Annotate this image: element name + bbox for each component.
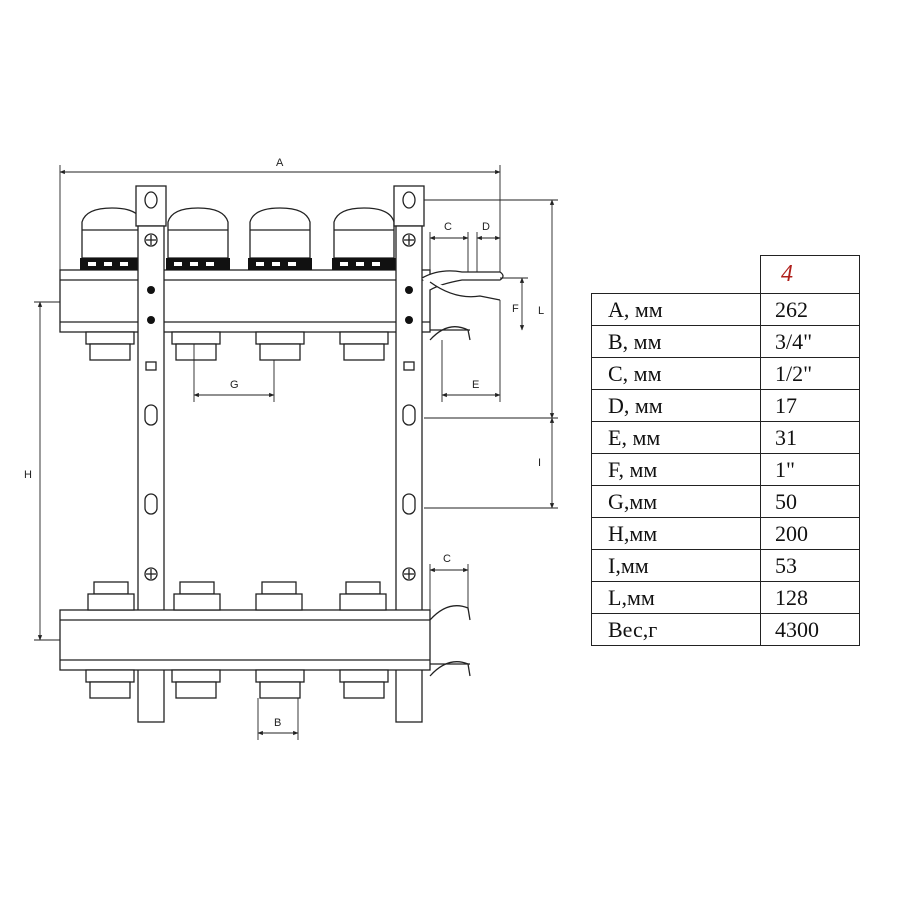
dim-label-b: B (274, 717, 281, 729)
spec-value: 128 (760, 581, 860, 614)
spec-param: E, мм (591, 421, 761, 454)
bottom-side-fittings (429, 605, 471, 677)
spec-value: 262 (760, 293, 860, 326)
dim-label-d: D (482, 221, 490, 233)
dim-label-e: E (472, 379, 479, 391)
spec-param: Вес,г (591, 613, 761, 646)
top-manifold-bar (59, 269, 431, 333)
bottom-manifold-bar (59, 609, 431, 671)
dim-label-c-top: C (444, 221, 452, 233)
spec-param: H,мм (591, 517, 761, 550)
dim-label-c-bottom: C (443, 553, 451, 565)
top-outlet-fittings (85, 331, 389, 361)
spec-value: 3/4" (760, 325, 860, 358)
bottom-top-fittings (87, 581, 387, 611)
spec-value: 1/2" (760, 357, 860, 390)
spec-value: 4300 (760, 613, 860, 646)
spec-param: L,мм (591, 581, 761, 614)
dim-label-f: F (512, 303, 519, 315)
dim-label-i: I (538, 457, 541, 469)
spec-table-header: 4 (591, 255, 860, 294)
dim-label-a: A (276, 157, 284, 169)
spec-value: 200 (760, 517, 860, 550)
spec-param: A, мм (591, 293, 761, 326)
dim-label-h: H (24, 469, 32, 481)
model-number: 4 (760, 255, 860, 294)
spec-value: 17 (760, 389, 860, 422)
spec-value: 53 (760, 549, 860, 582)
spec-param: C, мм (591, 357, 761, 390)
spec-param: F, мм (591, 453, 761, 486)
dim-label-l: L (538, 305, 544, 317)
spec-param: G,мм (591, 485, 761, 518)
spec-value: 50 (760, 485, 860, 518)
spec-value: 31 (760, 421, 860, 454)
spec-param: B, мм (591, 325, 761, 358)
spec-value: 1" (760, 453, 860, 486)
spec-param: D, мм (591, 389, 761, 422)
dim-label-g: G (230, 379, 239, 391)
spec-param: I,мм (591, 549, 761, 582)
top-side-fittings (421, 270, 504, 341)
manifold-drawing: A C D F L I G E H C B (24, 157, 558, 740)
bottom-outlet-fittings (85, 669, 389, 699)
actuator-caps (81, 207, 395, 259)
